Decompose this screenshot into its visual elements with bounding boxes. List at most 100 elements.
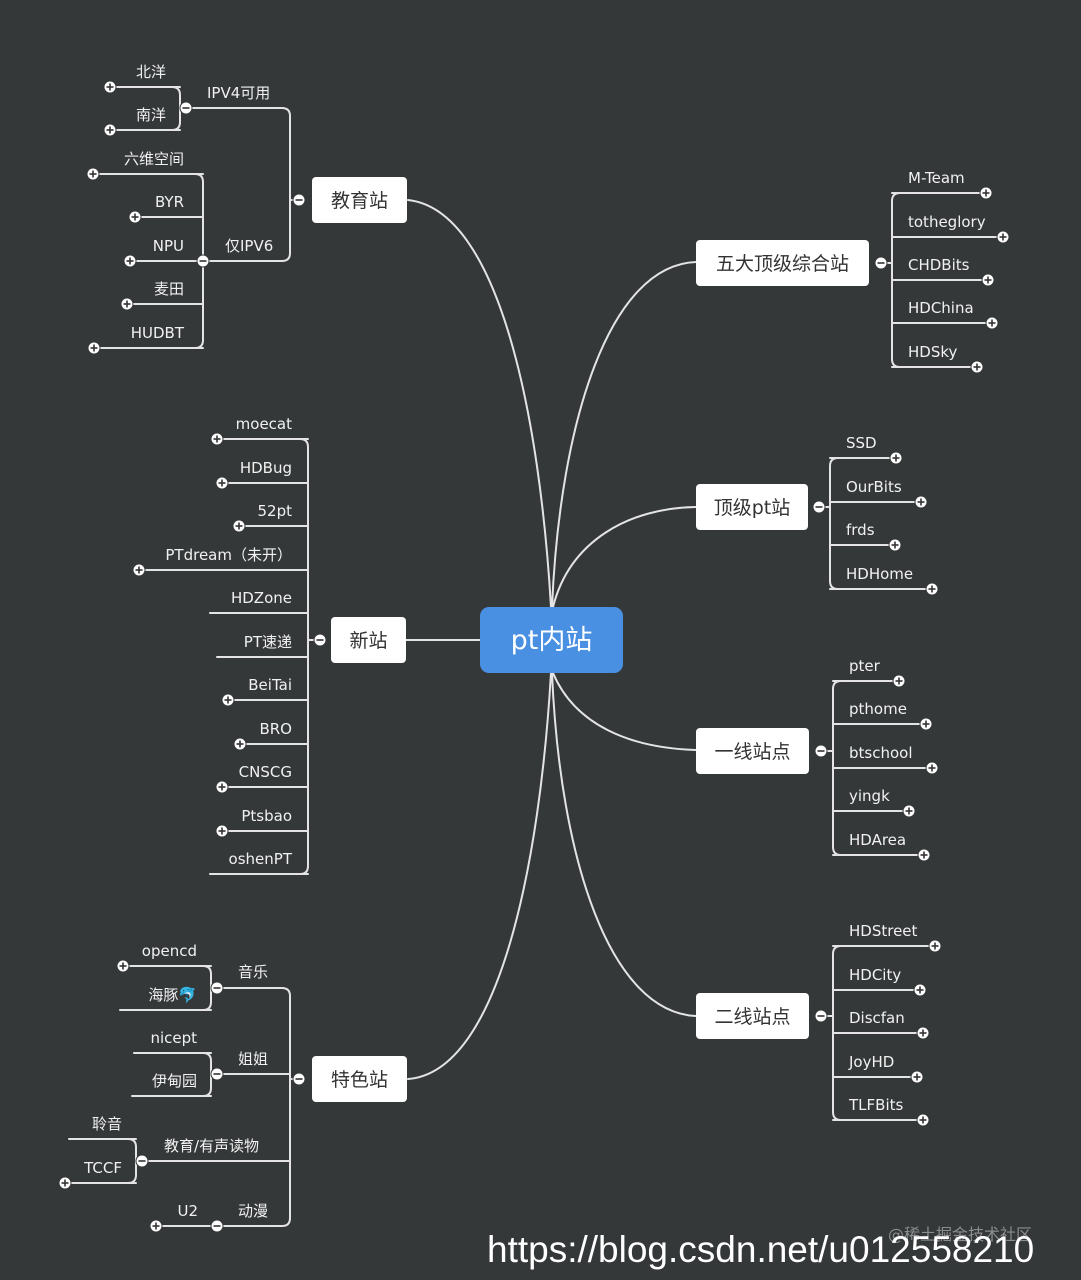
expand-icon[interactable] (86, 167, 100, 181)
collapse-icon[interactable] (313, 633, 327, 647)
expand-icon[interactable] (919, 717, 933, 731)
expand-icon[interactable] (87, 341, 101, 355)
topic-label: 特色站 (331, 1069, 388, 1091)
collapse-icon[interactable] (210, 1219, 224, 1233)
expand-icon[interactable] (892, 674, 906, 688)
topic-box (331, 617, 406, 663)
group-label: 姐姐 (238, 1050, 268, 1068)
toppt-item: SSD (846, 434, 877, 452)
expand-icon[interactable] (215, 476, 229, 490)
topic-label: 顶级pt站 (714, 497, 791, 519)
top5-item: HDChina (908, 299, 974, 317)
expand-icon[interactable] (215, 780, 229, 794)
expand-icon[interactable] (917, 848, 931, 862)
tier1-item: pthome (849, 700, 907, 718)
expand-icon[interactable] (916, 1113, 930, 1127)
collapse-icon[interactable] (292, 1072, 306, 1086)
new-item: moecat (236, 415, 292, 433)
expand-icon[interactable] (979, 186, 993, 200)
group-label: IPV4可用 (207, 84, 270, 102)
edu-ipv4-item: 北洋 (136, 63, 166, 81)
topic-new[interactable]: 新站 (331, 617, 406, 663)
tier2-item: JoyHD (848, 1053, 894, 1071)
curve-top5 (551, 261, 697, 608)
expand-icon[interactable] (120, 297, 134, 311)
expand-icon[interactable] (928, 939, 942, 953)
top5-item: CHDBits (908, 256, 970, 274)
special-audio-item: 聆音 (92, 1115, 122, 1133)
expand-icon[interactable] (913, 983, 927, 997)
expand-icon[interactable] (116, 959, 130, 973)
collapse-icon[interactable] (135, 1154, 149, 1168)
expand-icon[interactable] (149, 1219, 163, 1233)
top5-item: HDSky (908, 343, 958, 361)
special-jiejie-item: nicept (150, 1029, 197, 1047)
group-label: 音乐 (238, 963, 268, 981)
root-node[interactable]: pt内站 (480, 607, 623, 673)
topic-tier2[interactable]: 二线站点 (696, 993, 809, 1039)
expand-icon[interactable] (233, 737, 247, 751)
collapse-icon[interactable] (196, 254, 210, 268)
edu-ipv6-item: 麦田 (154, 280, 184, 298)
connector-lines (64, 86, 1004, 1227)
collapse-icon[interactable] (292, 193, 306, 207)
edu-ipv6-item: 六维空间 (124, 150, 184, 168)
collapse-icon[interactable] (814, 1009, 828, 1023)
new-item: PTdream（未开） (165, 546, 292, 564)
expand-icon[interactable] (128, 210, 142, 224)
new-item: HDZone (231, 589, 292, 607)
expand-icon[interactable] (925, 761, 939, 775)
topic-edu[interactable]: 教育站 (312, 177, 407, 223)
watermark-source: @稀土掘金技术社区 (888, 1225, 1032, 1244)
expand-icon[interactable] (58, 1176, 72, 1190)
special-music-bus (202, 965, 212, 1011)
expand-icon[interactable] (221, 693, 235, 707)
expand-icon[interactable] (210, 432, 224, 446)
collapse-icon[interactable] (814, 744, 828, 758)
topic-special[interactable]: 特色站 (312, 1056, 407, 1102)
expand-icon[interactable] (916, 1026, 930, 1040)
expand-icon[interactable] (985, 316, 999, 330)
new-item: 52pt (258, 502, 293, 520)
expand-icon[interactable] (910, 1070, 924, 1084)
expand-icon[interactable] (123, 254, 137, 268)
new-item: HDBug (240, 459, 292, 477)
collapse-icon[interactable] (874, 256, 888, 270)
expand-icon[interactable] (889, 451, 903, 465)
topic-tier1[interactable]: 一线站点 (696, 728, 809, 774)
topic-box (696, 484, 808, 530)
root-label: pt内站 (511, 625, 593, 656)
collapse-icon[interactable] (210, 1067, 224, 1081)
special-music-item: opencd (142, 942, 197, 960)
expand-icon[interactable] (981, 273, 995, 287)
tier1-item: yingk (849, 787, 890, 805)
expand-icon[interactable] (925, 582, 939, 596)
tier1-item: pter (849, 657, 881, 675)
toppt-item: HDHome (846, 565, 913, 583)
topic-top5[interactable]: 五大顶级综合站 (696, 240, 869, 286)
new-item: oshenPT (229, 850, 293, 868)
special-trunk (216, 987, 291, 1227)
topic-toppt[interactable]: 顶级pt站 (696, 484, 808, 530)
curve-special (407, 672, 552, 1080)
expand-icon[interactable] (103, 80, 117, 94)
expand-icon[interactable] (914, 495, 928, 509)
root-box (480, 607, 623, 673)
new-item: BeiTai (248, 676, 292, 694)
expand-icon[interactable] (232, 519, 246, 533)
watermark: @稀土掘金技术社区 https://blog.csdn.net/u0125582… (487, 1225, 1034, 1270)
expand-icon[interactable] (996, 230, 1010, 244)
special-jiejie-item: 伊甸园 (152, 1072, 197, 1090)
expand-icon[interactable] (215, 824, 229, 838)
expand-icon[interactable] (970, 360, 984, 374)
expand-icon[interactable] (132, 563, 146, 577)
collapse-icon[interactable] (179, 101, 193, 115)
expand-icon[interactable] (103, 123, 117, 137)
expand-icon[interactable] (888, 538, 902, 552)
collapse-icon[interactable] (210, 981, 224, 995)
group-label: 仅IPV6 (225, 237, 273, 255)
expand-icon[interactable] (902, 804, 916, 818)
collapse-icon[interactable] (812, 500, 826, 514)
tier1-item: btschool (849, 744, 913, 762)
